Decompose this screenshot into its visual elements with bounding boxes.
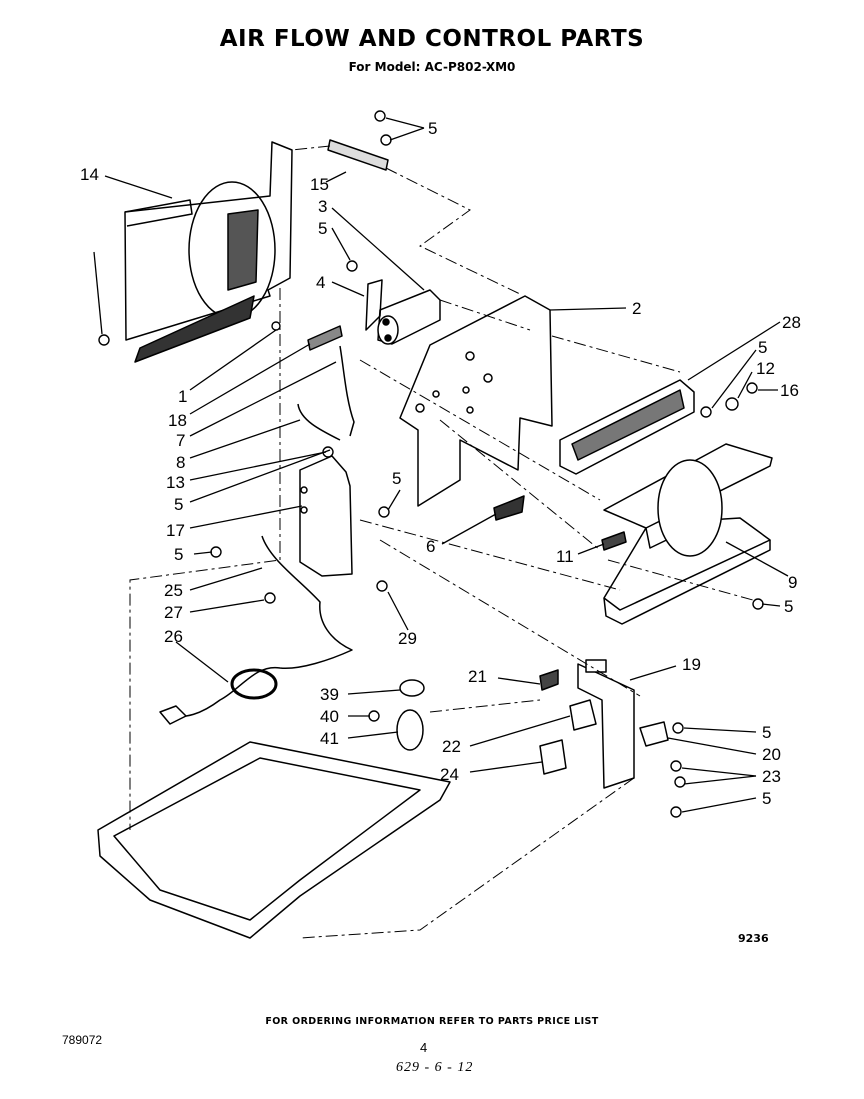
- callout-27: 27: [164, 603, 183, 622]
- switch-part: [639, 721, 669, 747]
- callout-5-f: 5: [174, 545, 183, 564]
- capacitor-part: [377, 289, 441, 345]
- callout-23: 23: [762, 767, 781, 786]
- clip-21-part: [539, 669, 559, 691]
- callout-40: 40: [320, 707, 339, 726]
- callout-4: 4: [316, 273, 325, 292]
- clamp-part: [399, 679, 425, 697]
- callout-14: 14: [80, 165, 99, 184]
- orifice-assembly-part: [603, 443, 773, 625]
- selector-switch-part: [569, 699, 597, 731]
- callout-15: 15: [310, 175, 329, 194]
- switch-bracket-part: [299, 455, 353, 577]
- document-number: 789072: [62, 1033, 103, 1047]
- exploded-parts-diagram: 14 5 15 3 5 4 2 28 5 12 16 1 18 7 8 13 5…: [80, 110, 801, 939]
- thermostat-part: [539, 739, 567, 775]
- callout-28: 28: [782, 313, 801, 332]
- callout-3: 3: [318, 197, 327, 216]
- callout-5-b: 5: [758, 338, 767, 357]
- callout-19: 19: [682, 655, 701, 674]
- callout-5-g: 5: [762, 723, 771, 742]
- callout-5-top: 5: [428, 119, 437, 138]
- callout-12: 12: [756, 359, 775, 378]
- callout-24: 24: [440, 765, 459, 784]
- callout-7: 7: [176, 431, 185, 450]
- callout-5-d: 5: [392, 469, 401, 488]
- callout-5-c: 5: [174, 495, 183, 514]
- strap-part: [365, 279, 383, 331]
- callout-18: 18: [168, 411, 187, 430]
- handwritten-code: 629 - 6 - 12: [396, 1060, 474, 1075]
- callout-22: 22: [442, 737, 461, 756]
- callout-41: 41: [320, 729, 339, 748]
- insulation-part: [493, 495, 525, 521]
- callout-labels: 14 5 15 3 5 4 2 28 5 12 16 1 18 7 8 13 5…: [80, 119, 801, 808]
- plug-part: [159, 705, 187, 725]
- callout-2: 2: [632, 299, 641, 318]
- clip-11-part: [601, 531, 627, 551]
- callout-16: 16: [780, 381, 799, 400]
- page-number: 4: [420, 1040, 428, 1055]
- wire-part: [339, 345, 355, 437]
- cord-coil-part: [230, 668, 278, 700]
- control-bracket-part: [399, 295, 553, 507]
- callout-6: 6: [426, 537, 435, 556]
- ordering-note: FOR ORDERING INFORMATION REFER TO PARTS …: [265, 1016, 599, 1027]
- callout-21: 21: [468, 667, 487, 686]
- callout-9: 9: [788, 573, 797, 592]
- perforated-cover-part: [559, 379, 695, 475]
- power-cord-part: [171, 535, 353, 718]
- control-plate-part: [577, 659, 635, 789]
- front-panel-part: [124, 141, 293, 363]
- lead-wire-part: [297, 403, 341, 441]
- callout-39: 39: [320, 685, 339, 704]
- callout-17: 17: [166, 521, 185, 540]
- callout-25: 25: [164, 581, 183, 600]
- callout-26: 26: [164, 627, 183, 646]
- callout-5-a: 5: [318, 219, 327, 238]
- callout-8: 8: [176, 453, 185, 472]
- relay-part: [396, 709, 424, 751]
- diagram-reference-number: 9236: [738, 932, 769, 945]
- callout-5-e: 5: [784, 597, 793, 616]
- callout-20: 20: [762, 745, 781, 764]
- page-title: AIR FLOW AND CONTROL PARTS: [219, 26, 645, 52]
- model-subtitle: For Model: AC-P802-XM0: [348, 60, 516, 74]
- callout-13: 13: [166, 473, 185, 492]
- callout-29: 29: [398, 629, 417, 648]
- callout-5-h: 5: [762, 789, 771, 808]
- callout-11: 11: [556, 547, 574, 566]
- callout-1: 1: [178, 387, 187, 406]
- clip-part: [307, 325, 343, 351]
- base-pan-part: [97, 741, 451, 939]
- top-bracket-part: [327, 139, 389, 171]
